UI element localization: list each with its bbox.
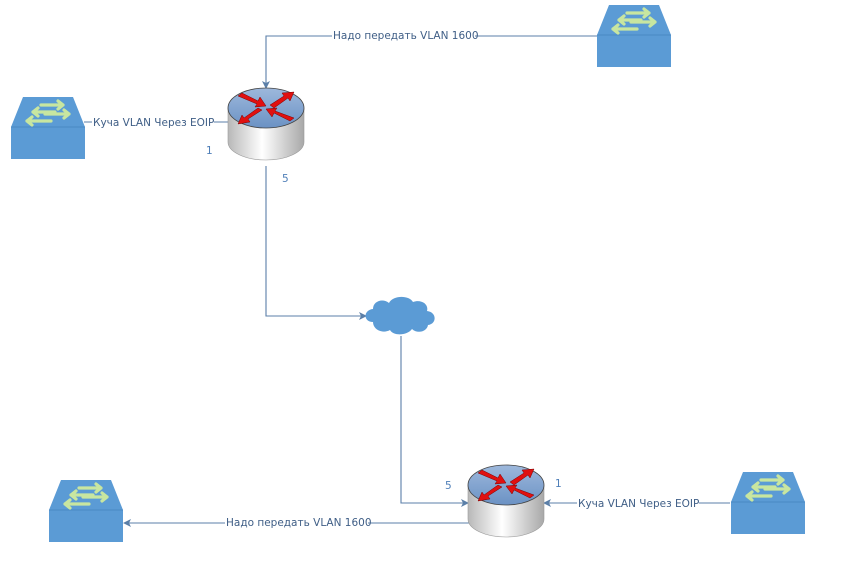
cloud-icon[interactable] (365, 296, 435, 335)
edge-label-text: Куча VLAN Через EOIP (578, 498, 699, 510)
router-icon[interactable] (467, 464, 545, 538)
edge-label-top-left: Куча VLAN Через EOIP (92, 115, 214, 129)
switch-icon[interactable] (595, 3, 673, 69)
router-icon[interactable] (227, 87, 305, 161)
port-label-router-top-1: 1 (206, 145, 213, 157)
switch-icon[interactable] (729, 470, 807, 536)
edge-label-text: Куча VLAN Через EOIP (93, 117, 214, 129)
port-label-router-top-5: 5 (282, 173, 289, 185)
edge-label-bottom-right: Куча VLAN Через EOIP (577, 496, 699, 510)
edge-cloud-to-router-bottom (400, 336, 469, 507)
edge-label-text: Надо передать VLAN 1600 (226, 517, 372, 529)
edge-switch-top-right-to-router-top (262, 35, 597, 89)
edge-label-bottom-left: Надо передать VLAN 1600 (225, 515, 372, 529)
edge-router-top-to-cloud (265, 166, 367, 320)
switch-icon[interactable] (9, 95, 87, 161)
port-label-router-bottom-1: 1 (555, 478, 562, 490)
edge-label-top: Надо передать VLAN 1600 (332, 28, 479, 42)
switch-icon[interactable] (47, 478, 125, 544)
edge-label-text: Надо передать VLAN 1600 (333, 30, 479, 42)
port-label-router-bottom-5: 5 (445, 480, 452, 492)
